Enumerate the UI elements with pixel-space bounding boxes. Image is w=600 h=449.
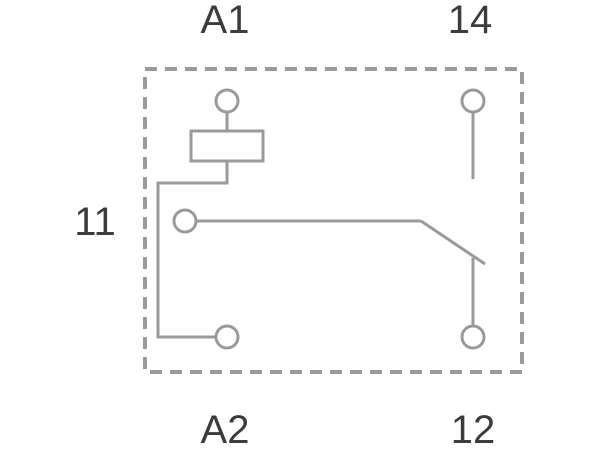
- label-14: 14: [448, 0, 493, 42]
- label-12: 12: [451, 408, 496, 449]
- coil-return-wire: [156, 161, 229, 339]
- label-a2: A2: [201, 408, 250, 449]
- terminal-a2-circle: [214, 324, 240, 350]
- relay-coil: [189, 129, 265, 163]
- terminal-11-circle: [172, 208, 198, 234]
- terminal-14-circle: [460, 88, 486, 114]
- terminal-a1-circle: [214, 88, 240, 114]
- terminal-12-circle: [460, 324, 486, 350]
- label-a1: A1: [201, 0, 250, 42]
- label-11: 11: [74, 200, 116, 244]
- switch-arm: [420, 219, 486, 266]
- relay-enclosure: [143, 67, 524, 374]
